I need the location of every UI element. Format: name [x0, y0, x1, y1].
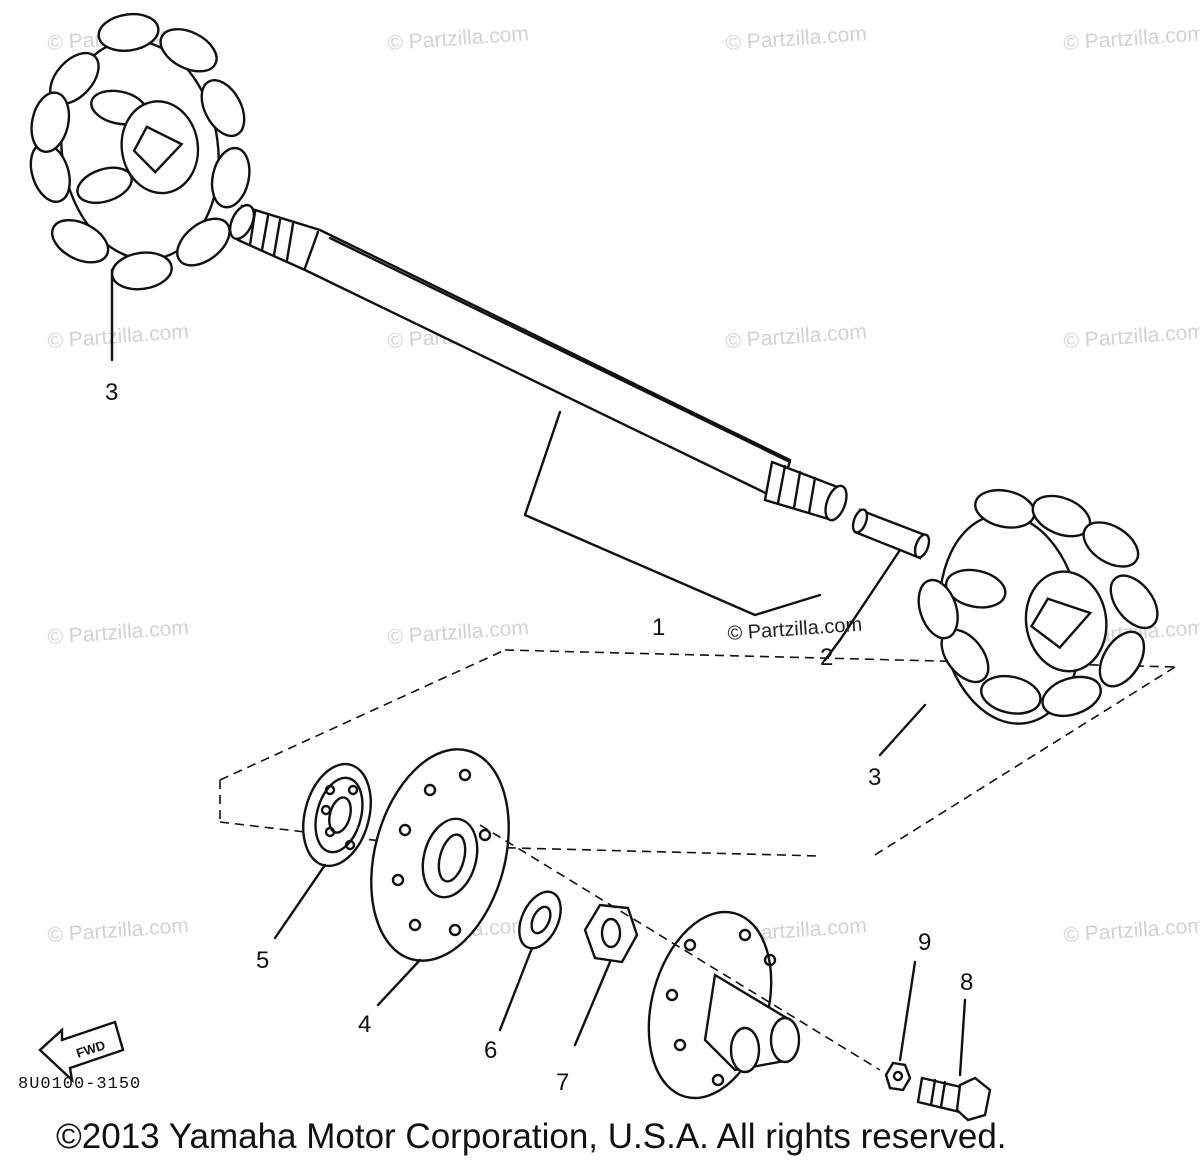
callout-8: 8: [960, 969, 973, 996]
watermark-text: © Partzilla.com: [1063, 914, 1200, 947]
copyright-notice: ©2013 Yamaha Motor Corporation, U.S.A. A…: [56, 1117, 1007, 1156]
callout-9: 9: [918, 929, 931, 956]
sprocket-teeth: [29, 12, 251, 291]
callout-1: 1: [652, 614, 665, 641]
watermark-text: © Partzilla.com: [725, 22, 868, 55]
bearing: [302, 762, 372, 868]
callout-2: 2: [820, 644, 833, 671]
assembly-outline: [219, 649, 1176, 859]
bolt-axis: [479, 824, 881, 1071]
watermark-center: © Partzilla.com: [727, 614, 863, 645]
drive-shaft: [228, 203, 848, 522]
diagram-code: 8U0100-3150: [18, 1075, 141, 1094]
watermark-text: © Partzilla.com: [725, 320, 868, 353]
washer: [518, 890, 562, 950]
callout-3-top: 3: [105, 379, 118, 406]
callout-6: 6: [484, 1037, 497, 1064]
leader-lines: [110, 268, 967, 1077]
small-nut: [884, 1061, 912, 1092]
watermark-text: © Partzilla.com: [387, 22, 530, 55]
callout-4: 4: [358, 1011, 371, 1038]
callout-5: 5: [256, 947, 269, 974]
fwd-arrow-icon: FWD: [38, 1020, 125, 1084]
sprocket-right: [917, 488, 1159, 725]
watermark-text: © Partzilla.com: [47, 914, 190, 947]
callout-3-bottom: 3: [868, 764, 881, 791]
watermark-text: © Partzilla.com: [47, 616, 190, 649]
sprocket-top-left: [29, 12, 251, 291]
bolt: [916, 1076, 992, 1122]
flange-plate: [370, 748, 510, 962]
callout-7: 7: [556, 1069, 569, 1096]
shaft-collar: [851, 508, 931, 560]
hex-nut: [583, 903, 639, 964]
watermark-text: © Partzilla.com: [1063, 22, 1200, 55]
watermark-text: © Partzilla.com: [1063, 320, 1200, 353]
watermark-text: © Partzilla.com: [387, 616, 530, 649]
hub-flange: [647, 910, 801, 1100]
sprocket-teeth-right: [917, 488, 1159, 718]
watermark-text: © Partzilla.com: [47, 320, 190, 353]
